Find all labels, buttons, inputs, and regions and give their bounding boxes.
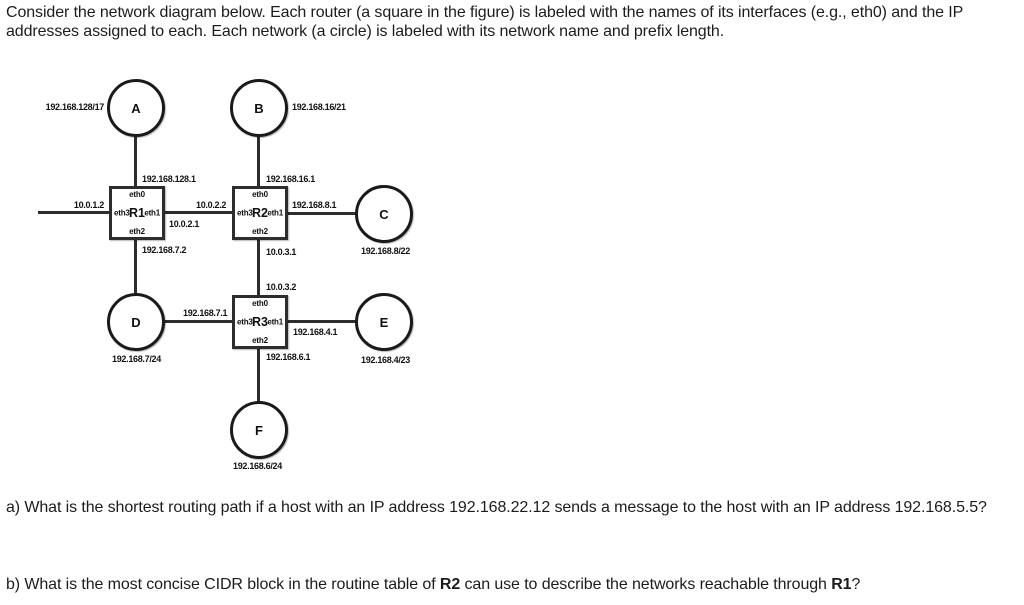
r2-eth3-ip: 10.0.2.2: [196, 200, 227, 210]
link-r1-eth3-stub: [38, 211, 109, 214]
r3-eth2-label: eth2: [252, 336, 268, 345]
r1-eth0-ip: 192.168.128.1: [142, 174, 196, 184]
network-a: A: [107, 79, 165, 137]
network-d-name: D: [131, 314, 141, 330]
link-r1-r2: [164, 211, 233, 214]
question-b-r1: R1: [831, 576, 852, 593]
network-d: D: [107, 293, 165, 351]
r1-eth3-ip: 10.0.1.2: [73, 200, 104, 210]
r2-eth1-ip: 192.168.8.1: [292, 200, 337, 210]
r3-eth3-label: eth3: [237, 317, 253, 327]
r3-eth1-ip: 192.168.4.1: [293, 327, 338, 337]
question-a: a) What is the shortest routing path if …: [6, 499, 987, 516]
r3-name: R3: [252, 315, 268, 329]
network-f-prefix: 192.168.6/24: [233, 461, 282, 471]
question-b-r2: R2: [439, 576, 461, 593]
r2-eth0-ip: 192.168.16.1: [266, 174, 315, 184]
r1-name: R1: [129, 206, 145, 220]
link-r2-r3: [257, 240, 260, 297]
network-f-name: F: [255, 422, 263, 438]
link-d-r3: [164, 320, 233, 323]
r1-eth1-ip: 10.0.2.1: [169, 219, 200, 229]
network-c-name: C: [379, 206, 389, 222]
r3-eth2-ip: 192.168.6.1: [266, 352, 311, 362]
r1-eth0-label: eth0: [129, 190, 145, 199]
r1-eth2-ip: 192.168.7.2: [142, 245, 187, 255]
link-r1-d: [134, 240, 137, 296]
r2-eth3-label: eth3: [237, 208, 253, 218]
r2-eth1-label: eth1: [267, 208, 283, 218]
network-e: E: [355, 293, 413, 351]
network-b-prefix: 192.168.16/21: [292, 102, 346, 112]
link-a-r1: [134, 135, 137, 187]
network-c-prefix: 192.168.8/22: [361, 246, 410, 256]
link-r2-c: [287, 212, 356, 215]
r3-eth3-ip: 192.168.7.1: [183, 308, 228, 318]
r1-eth1-label: eth1: [144, 208, 160, 218]
network-e-name: E: [379, 314, 389, 330]
network-d-prefix: 192.168.7/24: [112, 354, 161, 364]
router-r1: eth0 eth3 R1 eth1 eth2: [109, 186, 165, 240]
r3-eth0-label: eth0: [252, 299, 268, 308]
network-e-prefix: 192.168.4/23: [361, 355, 410, 365]
question-b-text-1: b) What is the most concise CIDR block i…: [6, 576, 440, 593]
network-b-name: B: [254, 100, 264, 116]
r3-eth0-ip: 10.0.3.2: [266, 282, 297, 292]
network-f: F: [230, 401, 288, 459]
r2-name: R2: [252, 206, 268, 220]
link-r3-f: [257, 347, 260, 403]
r2-eth2-ip: 10.0.3.1: [266, 247, 297, 257]
router-r2: eth0 eth3 R2 eth1 eth2: [232, 186, 288, 240]
network-a-prefix: 192.168.128/17: [45, 102, 105, 112]
r3-eth1-label: eth1: [267, 317, 283, 327]
link-b-r2: [257, 135, 260, 187]
question-b-text-2: can use to describe the networks reachab…: [460, 576, 832, 593]
network-c: C: [355, 185, 413, 243]
question-b-text-3: ?: [851, 576, 861, 593]
intro-text: Consider the network diagram below. Each…: [6, 4, 963, 40]
r2-eth2-label: eth2: [252, 227, 268, 236]
r2-eth0-label: eth0: [252, 190, 268, 199]
network-a-name: A: [131, 100, 141, 116]
r1-eth2-label: eth2: [129, 227, 145, 236]
question-b: b) What is the most concise CIDR block i…: [6, 575, 1018, 595]
network-b: B: [230, 79, 288, 137]
link-r3-e: [287, 320, 356, 323]
router-r3: eth0 eth3 R3 eth1 eth2: [232, 295, 288, 349]
r1-eth3-label: eth3: [114, 208, 130, 218]
